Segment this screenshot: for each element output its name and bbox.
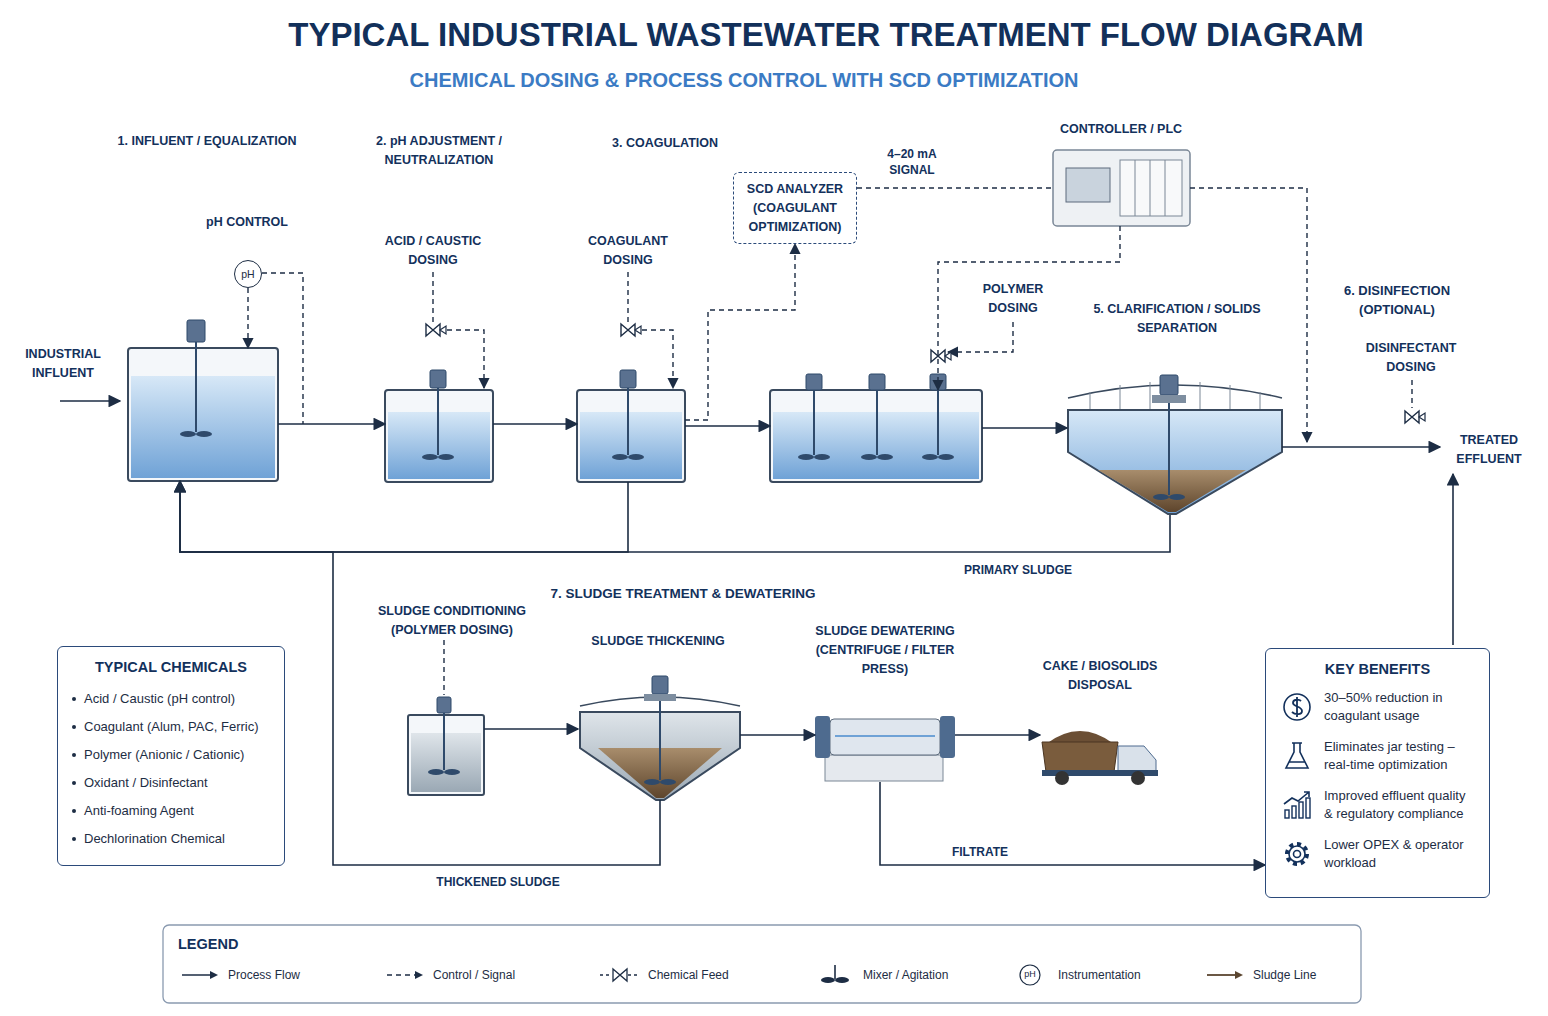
bullet [72,781,76,785]
flocculation-tank: POLYMER DOSING [770,390,982,482]
process-line [982,427,1067,429]
signal-line [857,187,1053,188]
process-line [880,782,1265,865]
list-item: Acid / Caustic (pH control) [72,685,270,713]
edge-label: THICKENED SLUDGE [420,874,576,890]
signal-line [938,226,1120,390]
disposal-truck: CAKE / BIOSOLIDS DISPOSAL [1040,715,1160,780]
node-text: SCD ANALYZER (COAGULANT OPTIMIZATION) [740,180,850,237]
bullet [72,837,76,841]
title: TYPICAL INDUSTRIAL WASTEWATER TREATMENT … [174,14,1478,56]
stage-label: CAKE / BIOSOLIDS DISPOSAL [1016,657,1184,695]
benefit-icon [1280,788,1314,822]
label: ACID / CAUSTIC DOSING [368,232,498,270]
label: DISINFECTANT DOSING [1346,339,1476,377]
coagulation-tank: 3. COAGULATION [577,390,685,482]
list-item: Dechlorination Chemical [72,825,270,853]
process-line [955,734,1040,736]
bullet [72,725,76,729]
list-item: Oxidant / Disinfectant [72,769,270,797]
legend-text: Sludge Line [1253,967,1316,983]
edge-label: PRIMARY SLUDGE [955,562,1081,578]
edge-label: FILTRATE [940,844,1020,860]
stage-label: SLUDGE DEWATERING (CENTRIFUGE / FILTER P… [791,622,979,679]
stage-label: 1. INFLUENT / EQUALIZATION [112,132,302,151]
dewatering-unit: SLUDGE DEWATERING (CENTRIFUGE / FILTER P… [815,712,955,782]
legend-text: Mixer / Agitation [863,967,948,983]
bullet [72,697,76,701]
chemicals-box: TYPICAL CHEMICALS Acid / Caustic (pH cont… [57,646,285,866]
item-text: Acid / Caustic (pH control) [84,685,235,713]
clarifier: 5. CLARIFICATION / SOLIDS SEPARATION [1067,385,1282,515]
label: TREATED EFFLUENT [1446,431,1532,469]
benefit-icon [1280,837,1314,871]
benefits-box: KEY BENEFITS 30–50% reduction in coagulan… [1265,648,1490,898]
equalization-tank: 1. INFLUENT / EQUALIZATION [128,348,278,481]
stage-label: SLUDGE CONDITIONING (POLYMER DOSING) [362,602,542,640]
controller-plc: CONTROLLER / PLC [1053,150,1190,226]
benefit-row: Lower OPEX & operator workload [1280,836,1475,872]
benefit-text: Lower OPEX & operator workload [1324,836,1475,872]
legend-text: Process Flow [228,967,300,983]
list-item: Polymer (Anionic / Cationic) [72,741,270,769]
benefit-text: Improved effluent quality & regulatory c… [1324,787,1475,823]
label: pH CONTROL [202,213,292,232]
bullet [72,753,76,757]
instrument-circle: pH [234,260,262,288]
stage-label: CONTROLLER / PLC [1031,120,1211,139]
stage-label: POLYMER DOSING [958,280,1068,318]
process-line [180,481,1170,552]
legend-sample [1205,963,1245,987]
analyzer-box: SCD ANALYZER (COAGULANT OPTIMIZATION) [733,172,857,244]
edge-label: 4–20 mA SIGNAL [872,146,952,178]
item-text: Dechlorination Chemical [84,825,225,853]
signal-line [685,244,795,420]
process-line [484,728,578,730]
benefit-text: Eliminates jar testing – real-time optim… [1324,738,1475,774]
legend-sample [815,963,855,987]
legend-text: Control / Signal [433,967,515,983]
benefit-text: 30–50% reduction in coagulant usage [1324,689,1475,725]
process-line [278,423,385,425]
list-item: Anti-foaming Agent [72,797,270,825]
process-line [685,425,770,427]
benefit-row: Eliminates jar testing – real-time optim… [1280,738,1475,774]
item-text: Polymer (Anionic / Cationic) [84,741,244,769]
box-heading: TYPICAL CHEMICALS [72,659,270,675]
label: LEGEND [178,935,278,954]
conditioning-tank: SLUDGE CONDITIONING (POLYMER DOSING) [408,715,484,795]
process-line [180,481,628,552]
stage-label: 2. pH ADJUSTMENT / NEUTRALIZATION [323,132,555,170]
benefit-row: 30–50% reduction in coagulant usage [1280,689,1475,725]
label: pH [1020,968,1040,980]
subtitle: CHEMICAL DOSING & PROCESS CONTROL WITH S… [294,67,1194,93]
item-text: Anti-foaming Agent [84,797,194,825]
bullet [72,809,76,813]
thickener: SLUDGE THICKENING [578,697,740,800]
instrument-tag: pH [241,268,254,280]
stage-label: SLUDGE THICKENING [568,632,748,651]
box-heading: KEY BENEFITS [1280,661,1475,677]
legend-sample [180,963,220,987]
list-item: Coagulant (Alum, PAC, Ferric) [72,713,270,741]
process-line [493,423,577,425]
process-line [740,734,815,736]
benefit-icon [1280,690,1314,724]
stage-label: 5. CLARIFICATION / SOLIDS SEPARATION [1077,300,1277,338]
item-text: Coagulant (Alum, PAC, Ferric) [84,713,259,741]
legend-sample [385,963,425,987]
label: 7. SLUDGE TREATMENT & DEWATERING [518,584,848,603]
neutralization-tank: 2. pH ADJUSTMENT / NEUTRALIZATION [385,390,493,482]
benefit-row: Improved effluent quality & regulatory c… [1280,787,1475,823]
legend-text: Chemical Feed [648,967,729,983]
label: INDUSTRIAL INFLUENT [7,345,119,383]
item-text: Oxidant / Disinfectant [84,769,208,797]
stage-label: 3. COAGULATION [575,134,755,153]
label: COAGULANT DOSING [568,232,688,270]
legend-text: Instrumentation [1058,967,1141,983]
benefit-icon [1280,739,1314,773]
legend-sample [600,963,640,987]
label: 6. DISINFECTION (OPTIONAL) [1322,281,1472,319]
signal-line [247,288,248,348]
